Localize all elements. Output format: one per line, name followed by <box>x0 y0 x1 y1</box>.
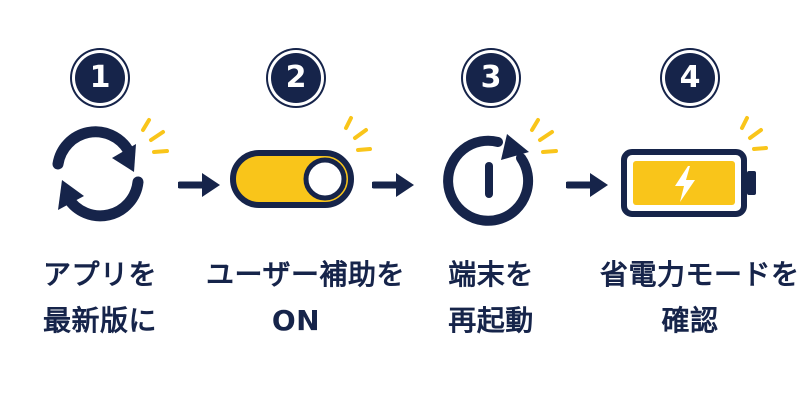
battery-charge-icon <box>621 116 768 217</box>
sparkle-lines <box>530 118 558 154</box>
toggle-on-icon <box>230 116 372 208</box>
step-2-label: ユーザー補助を ON <box>206 258 405 337</box>
step-4: 4 省電力モードを 確認 <box>600 0 800 400</box>
sparkle-lines <box>740 116 768 151</box>
arrow-right-icon <box>566 173 608 197</box>
step-1: 1 アプリを 最新版に <box>10 0 190 400</box>
step-3: 3 端末を 再起動 <box>401 0 581 400</box>
step-2: 2 ユーザー補助を ON <box>206 0 405 400</box>
step-4-label: 省電力モードを 確認 <box>600 258 800 337</box>
step-3-number-badge: 3 <box>466 53 516 103</box>
step-4-number-badge: 4 <box>665 53 715 103</box>
step-1-label: アプリを 最新版に <box>42 258 157 337</box>
sparkle-lines <box>141 118 169 154</box>
restart-icon <box>443 118 558 226</box>
step-3-label: 端末を 再起動 <box>448 258 534 337</box>
arrow-right-icon <box>178 173 220 197</box>
refresh-icon <box>52 118 169 222</box>
arrow-right-icon <box>372 173 414 197</box>
step-2-number-badge: 2 <box>271 53 321 103</box>
step-1-number-badge: 1 <box>75 53 125 103</box>
sparkle-lines <box>344 116 372 152</box>
